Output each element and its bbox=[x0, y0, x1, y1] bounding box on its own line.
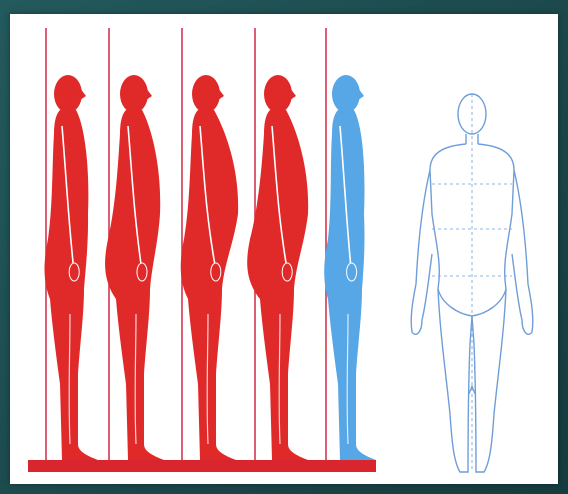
head bbox=[54, 75, 82, 113]
posture-scene bbox=[10, 14, 558, 484]
left-leg bbox=[438, 289, 472, 472]
hand bbox=[137, 263, 147, 281]
body-silhouette bbox=[247, 110, 308, 460]
hand bbox=[347, 263, 357, 281]
hand bbox=[69, 263, 79, 281]
posture-5 bbox=[324, 75, 376, 460]
posture-1 bbox=[45, 75, 99, 460]
right-arm bbox=[512, 170, 533, 334]
body-silhouette bbox=[181, 110, 238, 460]
nose bbox=[146, 88, 152, 100]
torso-outline bbox=[430, 144, 514, 316]
head bbox=[332, 75, 360, 113]
head bbox=[264, 75, 292, 113]
posture-2 bbox=[105, 75, 164, 460]
nose bbox=[358, 88, 364, 100]
head bbox=[192, 75, 220, 113]
head bbox=[120, 75, 148, 113]
posture-illustration bbox=[10, 14, 558, 484]
nose bbox=[80, 88, 86, 100]
nose bbox=[290, 88, 296, 100]
hand bbox=[282, 263, 292, 281]
posture-4 bbox=[247, 75, 308, 460]
nose bbox=[218, 88, 224, 100]
posture-3 bbox=[181, 75, 238, 460]
body-silhouette bbox=[105, 110, 164, 460]
right-leg bbox=[472, 289, 506, 472]
body-silhouette bbox=[324, 110, 376, 460]
left-arm bbox=[411, 170, 432, 334]
floor-bar bbox=[28, 460, 376, 472]
body-silhouette bbox=[45, 110, 99, 460]
hand bbox=[211, 263, 221, 281]
front-view-figure bbox=[411, 94, 533, 472]
